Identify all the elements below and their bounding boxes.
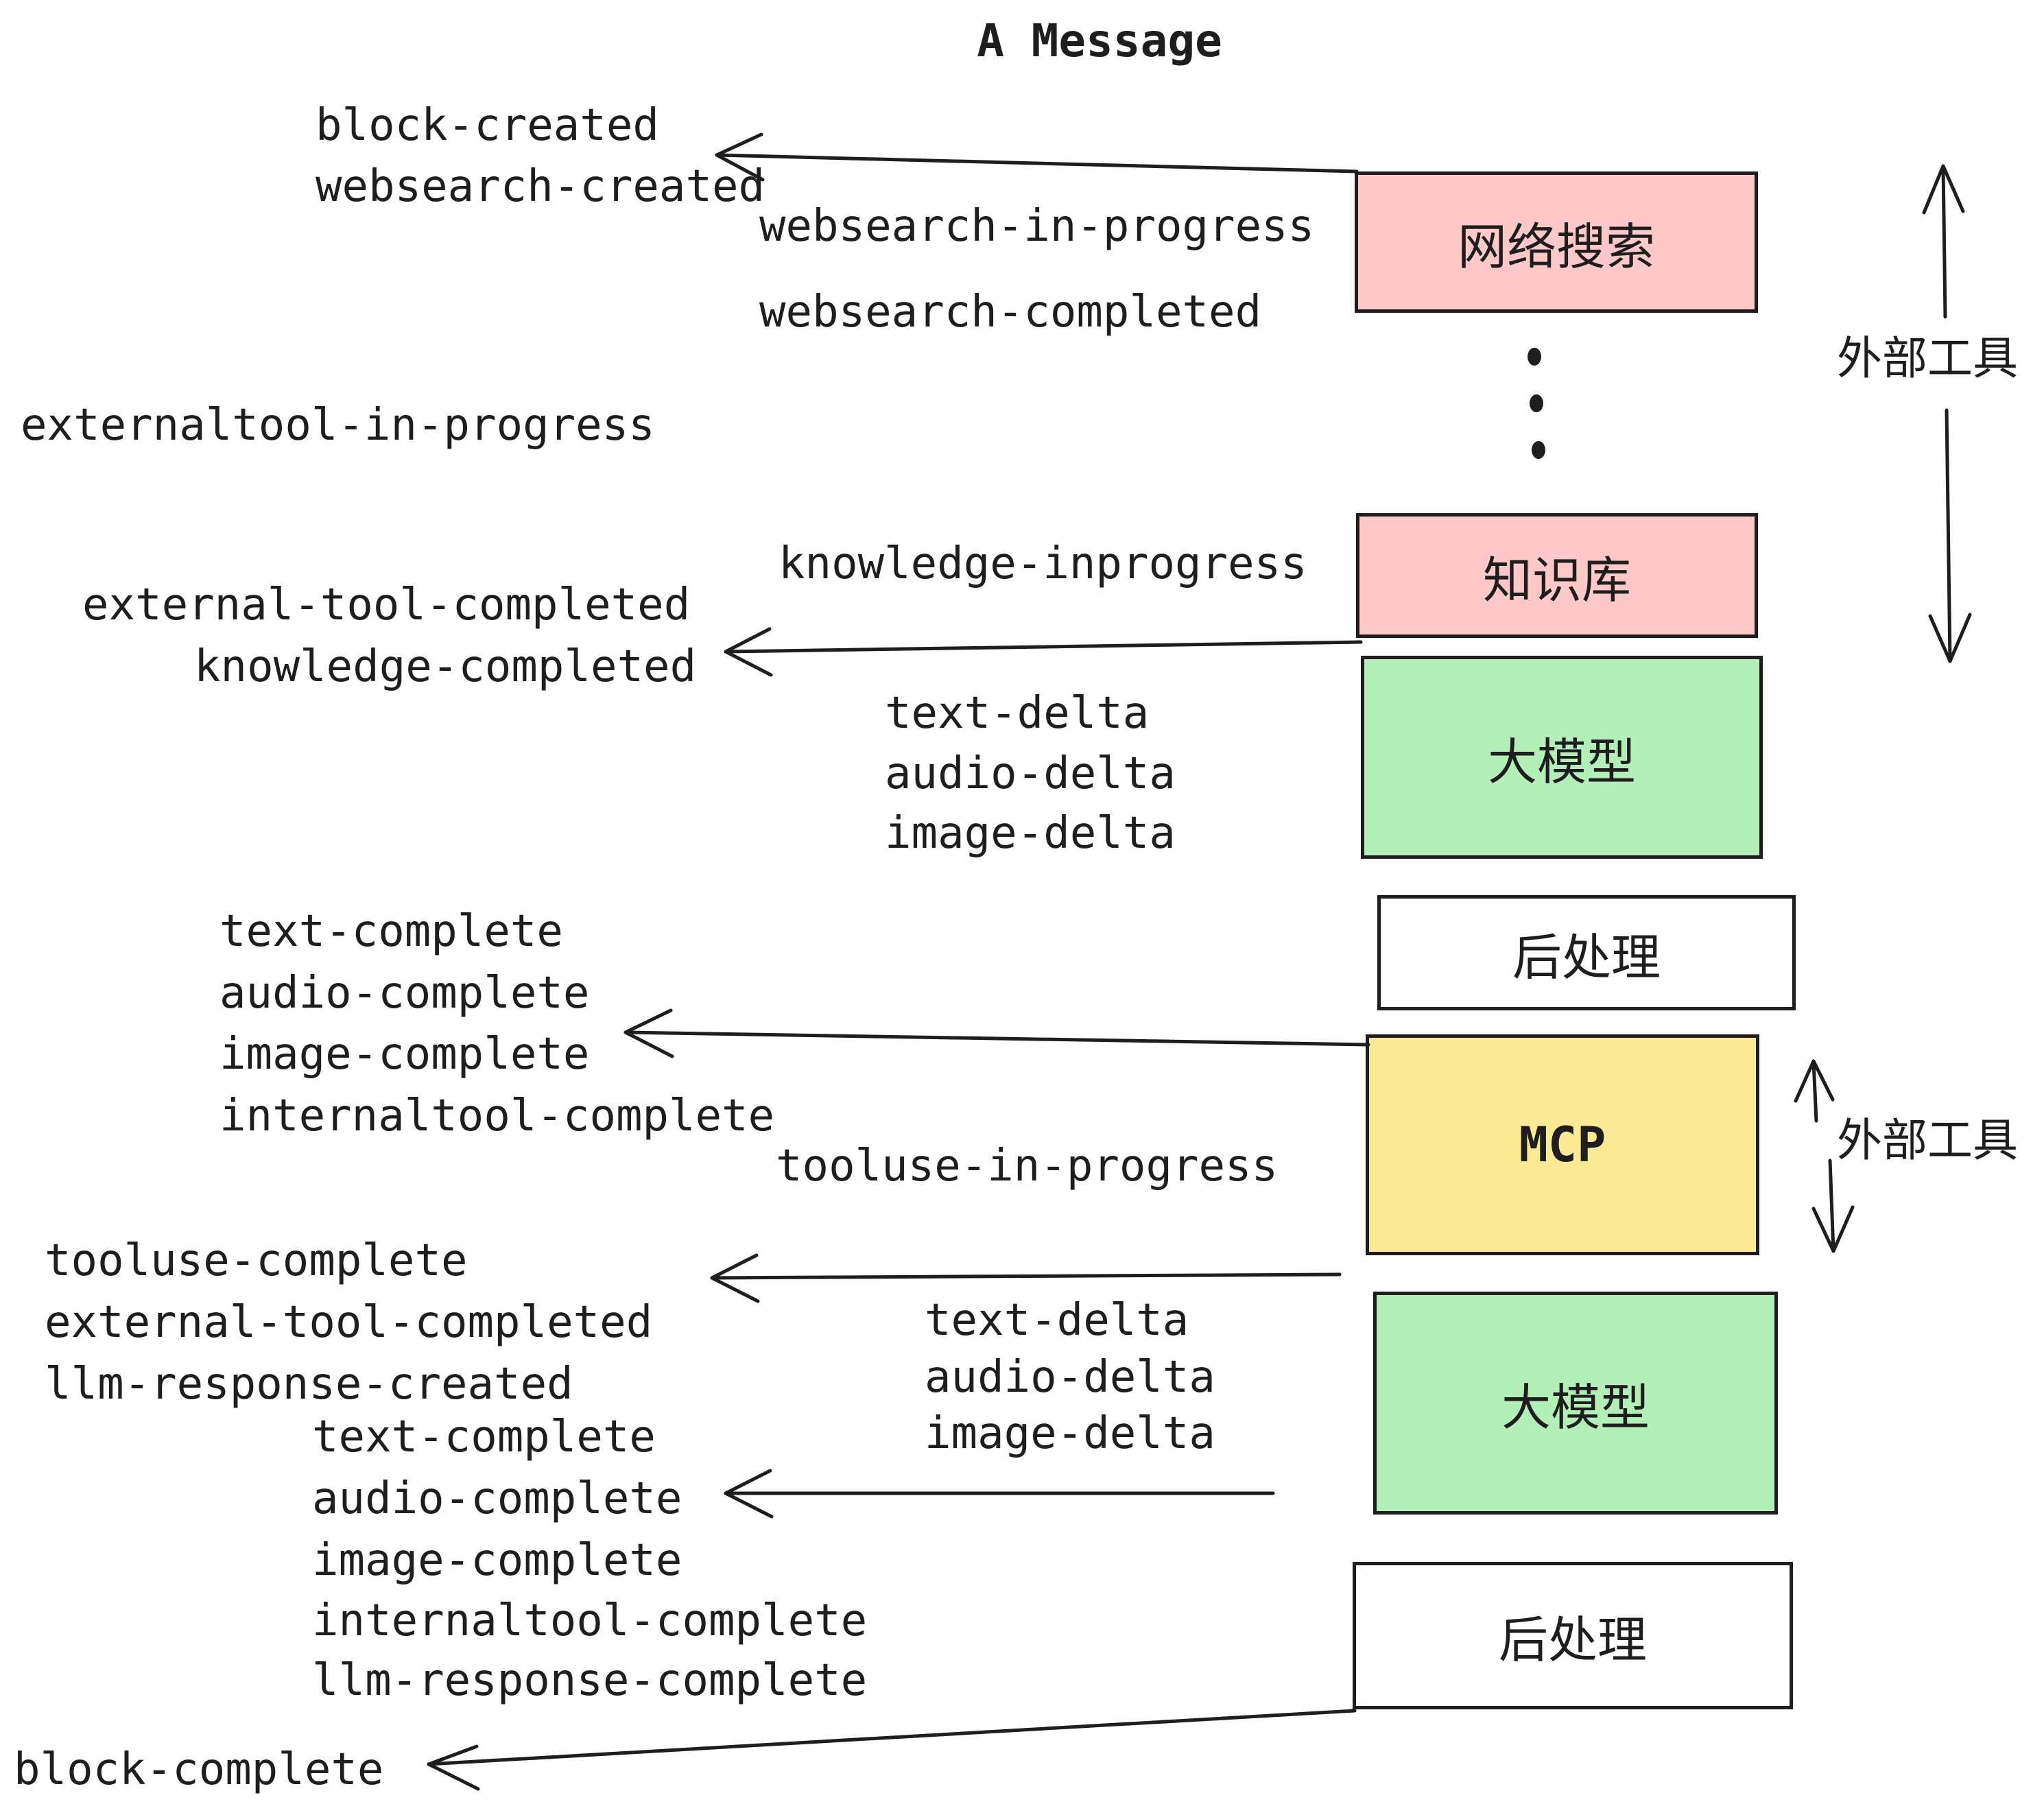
node-websearch-label: 网络搜索 xyxy=(1457,217,1655,276)
external-tools-up-arrow-bottom-head xyxy=(1794,1059,1835,1103)
node-knowledge: 知识库 xyxy=(1356,513,1758,638)
event-llm-response-created: llm-response-created xyxy=(45,1359,573,1410)
node-post-2-label: 后处理 xyxy=(1498,1611,1647,1669)
event-text-delta-1: text-delta xyxy=(885,688,1150,739)
event-websearch-created: websearch-created xyxy=(316,161,765,212)
event-audio-delta-2: audio-delta xyxy=(925,1352,1215,1403)
external-tools-down-arrow-bottom-head xyxy=(1811,1205,1855,1253)
arrow-knowledge-to-completed xyxy=(724,640,1363,654)
node-llm-1-label: 大模型 xyxy=(1487,733,1636,791)
arrow-head-knowledge-to-completed xyxy=(724,627,773,677)
arrow-post2-to-block-complete xyxy=(427,1709,1357,1766)
node-mcp: MCP xyxy=(1366,1034,1759,1255)
event-block-created: block-created xyxy=(316,100,659,151)
page-title: A Message xyxy=(977,14,1222,67)
event-websearch-in-progress: websearch-in-progress xyxy=(759,201,1315,252)
event-knowledge-inprogress: knowledge-inprogress xyxy=(779,538,1307,589)
arrow-head-llm2-to-audio-complete xyxy=(724,1469,774,1519)
external-tools-annotation-bottom: 外部工具 xyxy=(1837,1114,2018,1167)
node-websearch: 网络搜索 xyxy=(1355,171,1758,313)
event-image-complete-1: image-complete xyxy=(219,1029,590,1080)
ellipsis-dot-2 xyxy=(1530,394,1543,412)
event-externaltool-in-progress: externaltool-in-progress xyxy=(21,400,655,451)
event-tooluse-complete: tooluse-complete xyxy=(45,1235,468,1286)
event-image-delta-1: image-delta xyxy=(885,808,1176,859)
event-text-delta-2: text-delta xyxy=(925,1295,1189,1346)
event-text-complete-1: text-complete xyxy=(219,906,563,957)
external-tools-down-arrow-top-head xyxy=(1928,613,1972,663)
event-image-complete-2: image-complete xyxy=(312,1535,682,1586)
node-post-2: 后处理 xyxy=(1353,1562,1793,1709)
external-tools-down-arrow-bottom xyxy=(1828,1159,1835,1253)
node-llm-2: 大模型 xyxy=(1373,1292,1778,1515)
external-tools-annotation-top: 外部工具 xyxy=(1837,332,2018,385)
external-tools-up-arrow-top xyxy=(1941,164,1947,319)
event-audio-delta-1: audio-delta xyxy=(885,748,1176,799)
arrow-head-mcp-to-tooluse-complete xyxy=(710,1253,760,1303)
event-tooluse-in-progress: tooluse-in-progress xyxy=(776,1141,1279,1191)
event-llm-response-complete: llm-response-complete xyxy=(312,1655,868,1706)
node-post-1-label: 后处理 xyxy=(1512,928,1661,986)
event-text-complete-2: text-complete xyxy=(312,1412,656,1462)
event-knowledge-completed: knowledge-completed xyxy=(194,641,697,692)
node-llm-1: 大模型 xyxy=(1361,656,1763,859)
arrow-head-post1-to-complete xyxy=(623,1008,674,1058)
event-external-tool-completed-2: external-tool-completed xyxy=(45,1297,653,1348)
event-image-delta-2: image-delta xyxy=(925,1408,1215,1459)
arrow-head-post2-to-block-complete xyxy=(427,1744,480,1791)
ellipsis-dot-3 xyxy=(1532,441,1545,459)
arrow-post1-to-complete xyxy=(623,1030,1370,1047)
ellipsis-dot-1 xyxy=(1528,348,1541,366)
external-tools-down-arrow-top xyxy=(1945,408,1952,663)
external-tools-up-arrow-top-head xyxy=(1922,164,1965,215)
event-websearch-completed: websearch-completed xyxy=(759,287,1262,337)
event-external-tool-completed: external-tool-completed xyxy=(82,580,691,630)
event-internaltool-complete-2: internaltool-complete xyxy=(312,1595,868,1646)
node-mcp-label: MCP xyxy=(1519,1117,1606,1173)
node-llm-2-label: 大模型 xyxy=(1501,1379,1650,1436)
event-audio-complete-2: audio-complete xyxy=(312,1473,682,1524)
arrow-websearch-to-created xyxy=(715,153,1359,174)
node-knowledge-label: 知识库 xyxy=(1482,551,1631,609)
event-internaltool-complete-1: internaltool-complete xyxy=(219,1091,775,1141)
arrow-mcp-to-tooluse-complete xyxy=(710,1272,1342,1280)
node-post-1: 后处理 xyxy=(1377,895,1796,1010)
external-tools-up-arrow-bottom xyxy=(1811,1059,1818,1123)
event-audio-complete-1: audio-complete xyxy=(219,968,590,1019)
event-block-complete: block-complete xyxy=(14,1744,384,1795)
